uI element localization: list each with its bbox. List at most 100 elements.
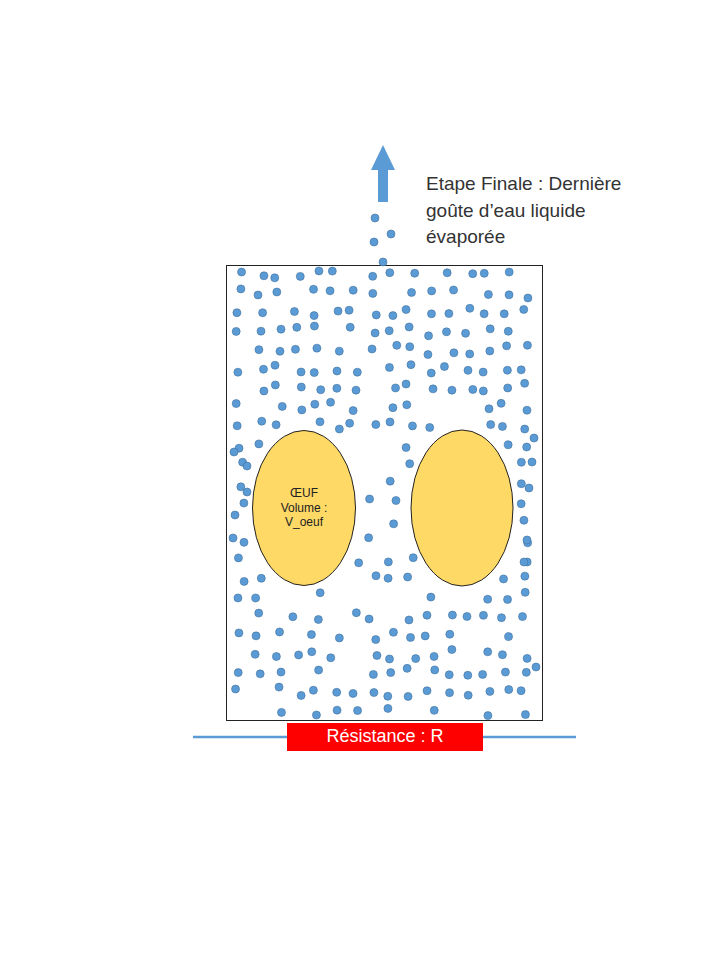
vapor-dot [402, 306, 410, 314]
vapor-dot [505, 291, 513, 299]
vapor-dot [442, 328, 450, 336]
vapor-dot [276, 628, 284, 636]
vapor-dot [486, 325, 494, 333]
vapor-dot [485, 405, 493, 413]
vapor-dot [500, 575, 508, 583]
vapor-dot [403, 664, 411, 672]
vapor-dot [479, 387, 487, 395]
vapor-dot [251, 650, 259, 658]
vapor-dot [521, 572, 529, 580]
vapor-dot [386, 477, 394, 485]
vapor-dot [480, 269, 488, 277]
vapor-dot [389, 404, 397, 412]
vapor-dot [423, 611, 431, 619]
vapor-dot [345, 306, 353, 314]
vapor-dot [352, 386, 360, 394]
vapor-dot [421, 632, 429, 640]
vapor-dot [390, 520, 398, 528]
vapor-dot [277, 325, 285, 333]
vapor-dot [464, 671, 472, 679]
vapor-dot [243, 462, 251, 470]
vapor-dot [406, 343, 414, 351]
vapor-dot [326, 287, 334, 295]
vapor-dots [229, 214, 540, 720]
vapor-dot [316, 418, 324, 426]
vapor-dot [402, 380, 410, 388]
vapor-dot [255, 609, 263, 617]
vapor-dot [497, 614, 505, 622]
vapor-dot [498, 422, 506, 430]
vapor-dot [464, 366, 472, 374]
vapor-dot [373, 652, 381, 660]
vapor-dot [404, 573, 412, 581]
vapor-dot [430, 706, 438, 714]
vapor-dot [289, 613, 297, 621]
vapor-dot [523, 406, 531, 414]
vapor-dot [298, 406, 306, 414]
vapor-dot [372, 311, 380, 319]
vapor-dot [443, 269, 451, 277]
vapor-dot [448, 611, 456, 619]
vapor-dot [237, 285, 245, 293]
container [227, 266, 543, 721]
vapor-dot [448, 646, 456, 654]
vapor-dot [429, 385, 437, 393]
vapor-dot [469, 385, 477, 393]
egg-label: ŒUF Volume : V_oeuf [280, 486, 328, 529]
vapor-dot [371, 329, 379, 337]
vapor-dot [479, 368, 487, 376]
vapor-dot [521, 425, 529, 433]
vapor-dot [522, 668, 530, 676]
vapor-dot [479, 611, 487, 619]
vapor-dot [346, 323, 354, 331]
vapor-dot [229, 534, 237, 542]
vapor-dot [273, 288, 281, 296]
vapor-dot [317, 386, 325, 394]
vapor-dot [517, 687, 525, 695]
vapor-dot [386, 655, 394, 663]
vapor-dot [486, 687, 494, 695]
vapor-dot [480, 310, 488, 318]
vapor-dot [517, 458, 525, 466]
vapor-dot [523, 536, 531, 544]
vapor-dot [504, 595, 512, 603]
vapor-dot [484, 712, 492, 720]
vapor-dot [484, 290, 492, 298]
vapor-dot [275, 683, 283, 691]
vapor-dot [404, 692, 412, 700]
vapor-dot [335, 347, 343, 355]
vapor-dot [431, 666, 439, 674]
vapor-dot [386, 418, 394, 426]
vapor-dot [333, 706, 341, 714]
vapor-dot [504, 384, 512, 392]
vapor-dot [232, 327, 240, 335]
vapor-dot [392, 384, 400, 392]
vapor-dot [271, 381, 279, 389]
vapor-dot [372, 421, 380, 429]
vapor-dot [370, 238, 378, 246]
vapor-dot [238, 268, 246, 276]
vapor-dot [389, 312, 397, 320]
resistor-box: Résistance : R [287, 723, 483, 751]
vapor-dot [307, 631, 315, 639]
vapor-dot [276, 347, 284, 355]
vapor-dot [504, 327, 512, 335]
vapor-dot [240, 577, 248, 585]
vapor-dot [234, 669, 242, 677]
vapor-dot [230, 448, 238, 456]
vapor-dot [231, 511, 239, 519]
vapor-dot [371, 214, 379, 222]
vapor-dot [297, 691, 305, 699]
vapor-dot [271, 361, 279, 369]
step-note: Etape Finale : Dernière goûte d’eau liqu… [426, 171, 658, 251]
vapor-dot [311, 400, 319, 408]
vapor-dot [521, 379, 529, 387]
vapor-dot [333, 384, 341, 392]
vapor-dot [352, 609, 360, 617]
vapor-dot [384, 692, 392, 700]
vapor-dot [427, 310, 435, 318]
vapor-dot [233, 422, 241, 430]
vapor-dot [293, 323, 301, 331]
vapor-dot [256, 670, 264, 678]
vapor-dot [408, 288, 416, 296]
